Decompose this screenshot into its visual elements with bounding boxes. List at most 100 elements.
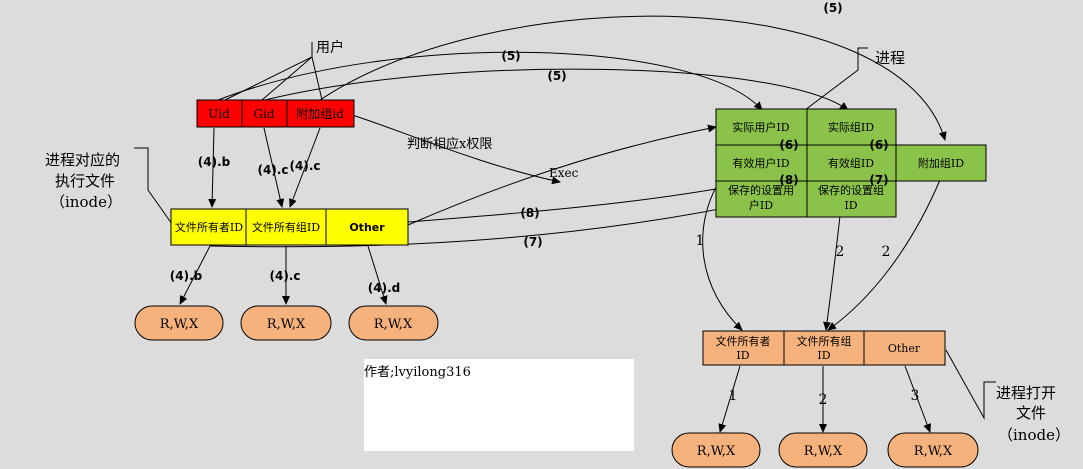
open-inode-group: 文件所有者 ID 文件所有组 ID Other [702, 330, 946, 366]
label-2-a: 2 [836, 244, 845, 260]
arrow-4b-dn [179, 245, 211, 305]
perm-label-6: R,W,X [914, 444, 953, 459]
author-text: 作者;lvyilong316 [364, 365, 471, 380]
red-label-uid: Uid [208, 107, 230, 121]
perm-pill-3 [348, 305, 439, 341]
yellow-label-group: 文件所有组ID [252, 220, 320, 234]
green-label-supp-gid: 附加组ID [918, 156, 964, 170]
red-box-gid [241, 99, 288, 128]
arrow-5-top [319, 15, 947, 141]
author-panel: 作者;lvyilong316 [364, 359, 634, 451]
label-5-mid: (5) [501, 49, 520, 63]
red-label-supp: 附加组id [296, 107, 344, 121]
label-1-a: 1 [696, 233, 705, 249]
green-box-saved-gid [806, 180, 897, 218]
green-box-supp-gid [895, 144, 987, 182]
perm-label-1: R,W,X [160, 317, 199, 332]
label-5-top: (5) [823, 1, 842, 15]
perm-label-3: R,W,X [374, 317, 413, 332]
arrow-labels: (5) (5) (5) (4).b (4).c (4).c (4).b (4).… [170, 1, 920, 408]
perm-pill-4 [671, 432, 761, 468]
red-box-supp [286, 99, 355, 128]
label-6-a: (6) [779, 138, 798, 152]
callouts: 用户 进程 进程对应的 执行文件 （inode） 进程打开 文件 （inode） [45, 39, 1070, 444]
perm-label-4: R,W,X [697, 444, 736, 459]
arrow-exec [407, 124, 717, 226]
orange-box-group [783, 330, 865, 366]
orange-box-owner [702, 330, 785, 366]
perm-pill-5 [778, 432, 868, 468]
permission-pills: R,W,X R,W,X R,W,X R,W,X R,W,X R,W,X [134, 305, 979, 468]
arrow-2-b [827, 179, 941, 331]
label-1-b: 1 [729, 388, 738, 404]
orange-label-owner-2: ID [736, 349, 749, 362]
label-4c-up2: (4).c [290, 159, 321, 173]
green-label-saved-gid-1: 保存的设置组 [818, 183, 884, 197]
perm-pill-2 [240, 305, 332, 341]
perm-pill-6 [887, 432, 979, 468]
arrow-2-a [823, 215, 841, 331]
exec-text: Exec [549, 166, 579, 180]
perm-label-2: R,W,X [267, 317, 306, 332]
callout-exe-1: 进程对应的 [45, 151, 120, 169]
callout-process: 进程 [875, 49, 905, 67]
yellow-label-other: Other [349, 221, 385, 234]
yellow-label-owner: 文件所有者ID [175, 220, 243, 234]
green-box-real-uid [715, 108, 808, 146]
green-box-eff-uid [715, 144, 808, 182]
label-5-low: (5) [547, 69, 566, 83]
arrow-4c-up1 [263, 127, 285, 208]
green-label-saved-gid-2: ID [844, 199, 857, 212]
arrow-4b-up [208, 127, 217, 208]
label-7-b: (7) [523, 235, 542, 249]
label-2-b: 2 [882, 244, 891, 260]
arrow-3 [904, 365, 931, 433]
callout-exe-3: （inode） [50, 193, 122, 211]
callout-exe-2: 执行文件 [55, 172, 115, 190]
orange-label-group-1: 文件所有组 [797, 334, 852, 348]
yellow-box-other [325, 208, 409, 246]
callout-open-3: （inode） [998, 426, 1070, 444]
label-4c-dn: (4).c [270, 269, 301, 283]
green-box-eff-gid [806, 144, 897, 182]
red-id-group: Uid Gid 附加组id [196, 99, 355, 128]
label-4d-dn: (4).d [368, 281, 400, 295]
yellow-box-group [245, 208, 327, 246]
label-4c-up1: (4).c [258, 163, 289, 177]
arrow-4d-dn [367, 245, 388, 305]
green-box-saved-uid [715, 180, 808, 218]
arrow-5-low [264, 68, 849, 111]
arrow-judge [351, 114, 561, 185]
green-label-real-gid: 实际组ID [828, 120, 874, 134]
label-6-b: (6) [869, 138, 888, 152]
callout-user-line [224, 42, 323, 101]
orange-box-other [863, 330, 946, 366]
green-label-eff-uid: 有效用户ID [732, 156, 789, 170]
green-box-real-gid [806, 108, 897, 146]
process-id-group: 实际用户ID 实际组ID 有效用户ID 有效组ID 保存的设置用 户ID 保存的… [715, 108, 987, 218]
label-8-b: (8) [520, 206, 539, 220]
arrow-1-a [702, 179, 743, 331]
callout-exe-line [134, 147, 173, 225]
arrow-4c-up2 [289, 127, 321, 208]
perm-label-5: R,W,X [804, 444, 843, 459]
orange-label-group-2: ID [817, 349, 830, 362]
callout-open-line [945, 349, 996, 420]
callout-user: 用户 [316, 39, 344, 56]
arrow-5-mid [217, 51, 763, 111]
orange-label-other: Other [888, 342, 921, 355]
label-3: 3 [911, 388, 920, 404]
green-label-saved-uid-1: 保存的设置用 [728, 183, 794, 197]
green-label-real-uid: 实际用户ID [732, 120, 789, 134]
orange-label-owner-1: 文件所有者 [716, 334, 771, 348]
arrow-1-b [718, 365, 741, 433]
label-4b-up: (4).b [198, 155, 231, 169]
callout-open-2: 文件 [1016, 404, 1046, 422]
perm-pill-1 [134, 305, 224, 341]
label-7-a: (7) [869, 173, 888, 187]
label-4b-dn: (4).b [170, 269, 203, 283]
callout-open-1: 进程打开 [996, 384, 1056, 402]
judge-x-permission-text: 判断相应x权限 [407, 136, 492, 152]
callout-process-line [804, 47, 868, 111]
